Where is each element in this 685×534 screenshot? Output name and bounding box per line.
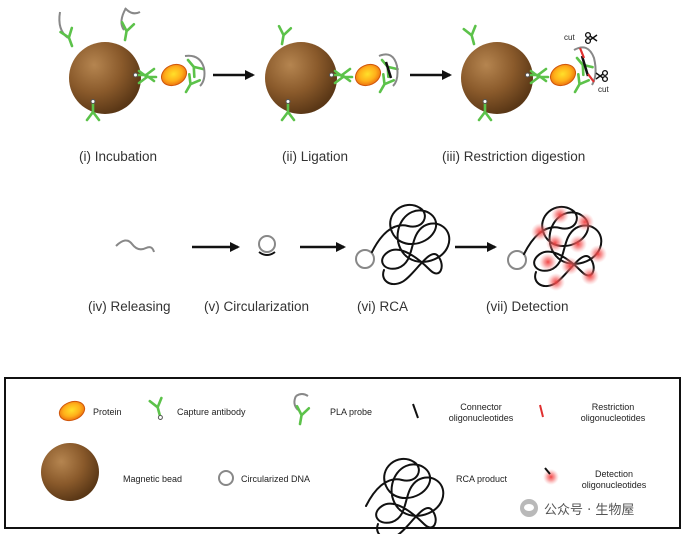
circularized-dna <box>258 235 276 256</box>
legend-circularized-dna: Circularized DNA <box>241 474 310 484</box>
magnetic-bead <box>69 42 141 114</box>
panel-incubation <box>58 7 206 122</box>
watermark-text: 公众号 · 生物屋 <box>544 502 635 518</box>
step-label-releasing: (iv) Releasing <box>88 299 171 314</box>
cut-label: cut <box>598 85 609 94</box>
legend-detection-line2: oligonucleotides <box>582 480 647 490</box>
panel-ligation <box>265 24 399 122</box>
legend-restriction-line2: oligonucleotides <box>581 413 646 423</box>
protein-complex <box>137 54 206 97</box>
step-label-rca: (vi) RCA <box>357 299 408 314</box>
scissors-icon <box>584 31 598 45</box>
wechat-icon <box>520 499 538 517</box>
protein-complex <box>529 46 597 97</box>
watermark: 公众号 · 生物屋 <box>520 497 670 519</box>
legend-rca-product: RCA product <box>456 474 508 484</box>
step-label-ligation: (ii) Ligation <box>282 149 348 164</box>
step-label-detection: (vii) Detection <box>486 299 569 314</box>
magnetic-bead-legend-icon <box>41 443 99 501</box>
legend-detection-line1: Detection <box>595 469 633 479</box>
step-label-restriction: (iii) Restriction digestion <box>442 149 585 164</box>
step-label-incubation: (i) Incubation <box>79 149 157 164</box>
rca-detection <box>507 205 607 291</box>
magnetic-bead <box>265 42 337 114</box>
protein-complex <box>333 53 399 97</box>
magnetic-bead <box>461 42 533 114</box>
legend-magnetic-bead: Magnetic bead <box>123 474 182 484</box>
legend-connector-line1: Connector <box>460 402 502 412</box>
protein-legend-icon <box>58 400 86 422</box>
scissors-icon <box>595 69 609 83</box>
free-pla-probe <box>117 7 141 43</box>
circularized-dna-legend-icon <box>218 470 234 486</box>
restriction-legend-icon <box>539 404 544 418</box>
step-label-circularization: (v) Circularization <box>204 299 309 314</box>
legend-capture-antibody: Capture antibody <box>177 407 246 417</box>
rca-product <box>355 203 451 286</box>
detection-signal <box>531 206 607 291</box>
connector-legend-icon <box>412 403 419 419</box>
free-pla-probe <box>58 11 79 50</box>
cut-label: cut <box>564 33 575 42</box>
rca-product-legend-icon <box>365 457 445 534</box>
panel-restriction: cut cut <box>461 24 609 122</box>
pla-probe-legend-icon <box>292 393 311 427</box>
legend-pla-probe: PLA probe <box>330 407 372 417</box>
released-probe <box>115 239 155 253</box>
legend-connector-line2: oligonucleotides <box>449 413 514 423</box>
legend-box <box>4 377 681 529</box>
detection-legend-icon <box>543 467 559 485</box>
legend-protein: Protein <box>93 407 122 417</box>
legend-restriction-line1: Restriction <box>592 402 635 412</box>
